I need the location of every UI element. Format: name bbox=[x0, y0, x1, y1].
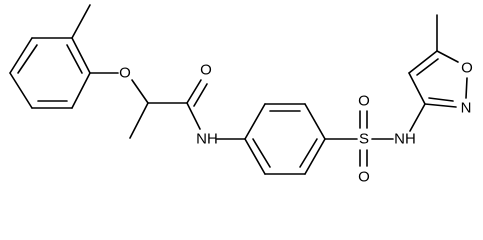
alpha-methyl-bond bbox=[129, 102, 149, 139]
carbonyl-double-bond-b bbox=[193, 83, 208, 107]
phenylene-ring bbox=[244, 103, 326, 175]
ether-oxygen-label: O bbox=[119, 65, 131, 82]
tolyl-methyl-bond bbox=[71, 4, 91, 39]
ether-ch-bond bbox=[131, 79, 149, 104]
sulfonyl-oxygen-top-label: O bbox=[358, 93, 370, 110]
nh-isoxazole-bond bbox=[409, 103, 426, 132]
isoxazole-oxygen-label: O bbox=[461, 60, 473, 77]
isoxazole-ring bbox=[408, 50, 468, 108]
carbonyl-oxygen-label: O bbox=[200, 62, 212, 79]
sulfur-label: S bbox=[359, 131, 369, 148]
isoxazole-nitrogen-label: N bbox=[461, 100, 472, 117]
amide-nh-label: NH bbox=[196, 131, 218, 148]
carbonyl-nh-bond bbox=[186, 102, 201, 130]
sulfonyl-oxygen-bottom-label: O bbox=[358, 169, 370, 186]
tolyl-ring bbox=[9, 37, 91, 109]
sulfonamide-nh-label: NH bbox=[394, 131, 416, 148]
carbonyl-double-bond-a bbox=[186, 79, 202, 104]
chemical-structure-diagram: O O NH O S O NH N O bbox=[9, 4, 473, 186]
